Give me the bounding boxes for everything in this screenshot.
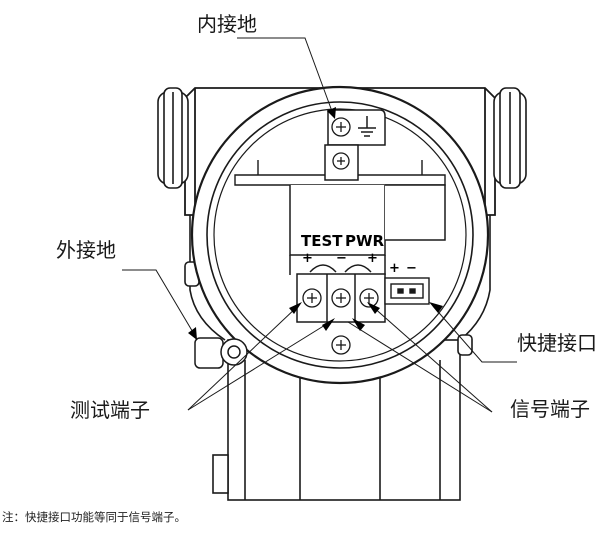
right-cable-gland bbox=[493, 87, 527, 189]
leader-lines bbox=[122, 37, 517, 413]
test-label: TEST bbox=[301, 232, 343, 250]
terminal-screw-pwr-plus bbox=[359, 288, 379, 308]
test-plus-label: + bbox=[302, 251, 313, 266]
left-cable-gland bbox=[157, 87, 189, 189]
connector-minus-label: − bbox=[406, 261, 417, 276]
callout-external-ground: 外接地 bbox=[56, 238, 116, 262]
terminal-board bbox=[289, 184, 446, 275]
external-ground-screw bbox=[194, 337, 248, 369]
terminal-screw-test-plus bbox=[302, 288, 322, 308]
lower-screw bbox=[331, 335, 351, 355]
pwr-label: PWR bbox=[345, 232, 385, 250]
quick-connector bbox=[384, 277, 430, 305]
bracket-screw bbox=[332, 152, 350, 170]
callout-signal-terminal: 信号端子 bbox=[510, 397, 590, 421]
test-minus-label: − bbox=[336, 251, 347, 266]
ground-symbol-icon bbox=[358, 116, 376, 137]
board-labels: TEST PWR + − + + − bbox=[301, 232, 417, 276]
jumper-arcs bbox=[309, 264, 372, 273]
terminal-screw-common bbox=[331, 288, 351, 308]
callout-internal-ground: 内接地 bbox=[197, 12, 257, 36]
footnote: 注：快捷接口功能等同于信号端子。 bbox=[2, 510, 186, 524]
connector-plus-label: + bbox=[389, 261, 400, 276]
pwr-plus-label: + bbox=[367, 251, 378, 266]
internal-ground-screw bbox=[331, 117, 351, 137]
arrowheads bbox=[188, 107, 443, 340]
callout-quick-connector: 快捷接口 bbox=[517, 331, 597, 355]
callout-test-terminal: 测试端子 bbox=[70, 398, 150, 422]
